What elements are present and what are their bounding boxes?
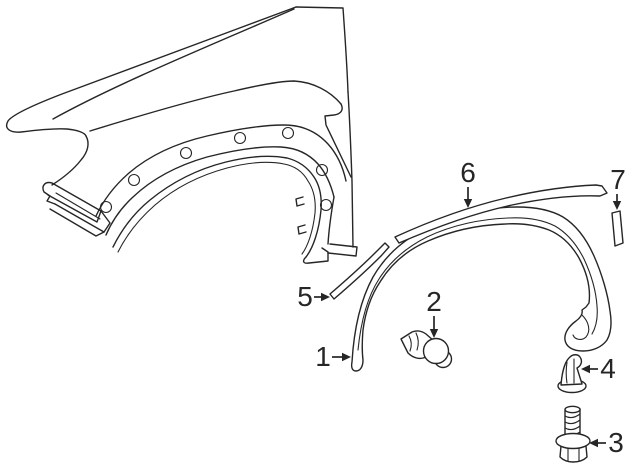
mounting-hole [315,163,329,177]
molding-tape-front-strip [329,242,390,300]
callout-5: 5 [297,281,330,312]
callout-7: 7 [610,164,626,210]
fender-front-edge [51,135,89,186]
callout-4-arrowhead [581,364,590,374]
mounting-hole [319,198,333,212]
mounting-hole [99,200,113,214]
fender-top-corner [295,6,349,93]
callout-1: 1 [315,341,351,372]
bolt-thread [564,413,581,419]
callout-6: 6 [460,157,476,208]
grommet-dome [560,354,583,386]
fender-leg-tab-upper [295,196,305,207]
fender-mounting-holes [99,126,333,214]
callout-2-label: 2 [426,286,442,317]
callout-2: 2 [426,286,442,338]
bolt-thread [564,425,581,431]
fender-body-crease [89,80,342,132]
callout-6-arrowhead [463,199,473,208]
fender-arch-inner-edge [105,146,335,236]
grommet-seam [565,361,568,384]
wheel-arch-molding-illustration [350,206,612,372]
retainer-clip-illustration [400,330,453,369]
fender-leg-tab-lower [297,224,307,235]
molding-foot-curl [572,314,590,340]
clip-cone-rib [415,332,419,351]
fender-arch-outer-edge [95,124,347,217]
clip-head-upper-disc [422,337,450,365]
fender-hood-edge [5,6,297,137]
bolt-hex-head [559,445,588,463]
bolt-flange-washer [555,432,591,450]
molding-contour-line [357,217,598,351]
flange-bolt-illustration [555,405,591,463]
bolt-thread [564,419,581,425]
callout-1-arrowhead [342,352,351,362]
mounting-hole [281,126,295,140]
callout-4-label: 4 [600,353,616,384]
bolt-shaft-top [564,405,581,414]
callout-5-label: 5 [297,281,313,312]
clip-cone-rib [408,335,412,352]
mounting-hole [233,131,247,145]
mounting-hole [179,146,193,160]
molding-body [350,206,612,372]
fender-wheel-lip-inner [117,161,316,255]
fender-illustration [5,6,358,264]
callout-1-label: 1 [315,341,331,372]
callout-3-arrowhead [589,438,598,448]
callout-7-arrowhead [612,201,622,210]
fender-rear-edge [347,91,354,248]
callout-5-arrowhead [321,292,330,302]
fender-leg-right-edge [327,196,335,245]
molding-tape-upper-strip [394,184,608,244]
fender-rear-notch [324,103,352,178]
callout-7-label: 7 [610,164,626,195]
fender-front-bracket [42,181,111,237]
screw-grommet-illustration [557,354,587,394]
callout-6-label: 6 [460,157,476,188]
callout-4: 4 [581,353,616,384]
fender-hood-inner-line [52,8,295,120]
callout-2-arrowhead [429,329,439,338]
fender-foot-bracket [327,243,358,257]
callout-3: 3 [589,427,624,458]
callout-3-label: 3 [608,427,624,458]
fender-foot [302,247,329,264]
fender-wheel-lip-outer [112,155,322,258]
mounting-hole [127,173,141,187]
molding-tape-rear-strip [611,210,624,247]
